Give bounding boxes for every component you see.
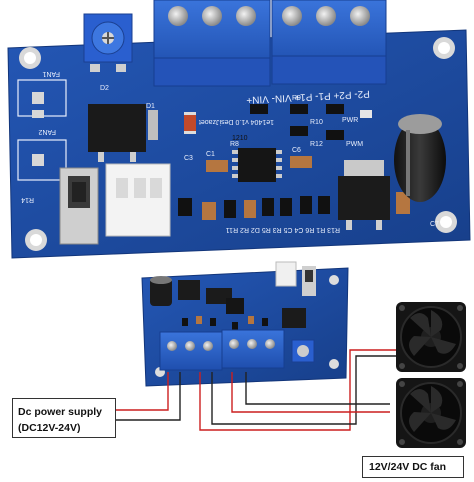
mounting-hole — [433, 37, 455, 59]
silk-r14: R14 — [21, 196, 34, 203]
electrolytic-capacitor — [394, 114, 446, 202]
mounting-hole — [25, 229, 47, 251]
mounting-hole — [435, 211, 457, 233]
silk-r10: R10 — [310, 119, 323, 126]
silk-c6: C6 — [292, 147, 301, 154]
screw-terminal-small-right — [221, 329, 285, 369]
fan-label: 12V/24V DC fan — [362, 456, 464, 478]
screw-terminal-small-left — [159, 331, 223, 371]
pcb-board-large: P2- P2+ P1- P1+ VIN- VIN+ — [7, 0, 471, 259]
silk-chip: 1210 — [232, 135, 248, 142]
led — [360, 110, 372, 118]
white-connector — [105, 163, 171, 237]
psu-label: Dc power supply (DC12V-24V) — [12, 398, 116, 438]
silk-c7: C7 — [430, 221, 439, 228]
pcb-board-small — [141, 261, 349, 387]
screw-terminal-right — [271, 0, 387, 85]
dc-fan-bottom — [396, 378, 466, 448]
regulator-lower — [338, 160, 390, 230]
smd-components — [178, 104, 410, 220]
silk-mid: 1e1404 v1.0 DesiJzaoet — [199, 118, 274, 125]
silk-c3: C3 — [184, 155, 193, 162]
silk-pwm: PWM — [346, 141, 363, 148]
silk-r9: R9 — [292, 95, 301, 102]
silk-c1: C1 — [206, 151, 215, 158]
mounting-hole — [19, 47, 41, 69]
dc-fan-top — [396, 302, 466, 372]
silk-bottom-row: R13 R1 R6 C4 C5 R3 R5 D2 R2 R11 — [226, 226, 340, 233]
screw-terminal-left — [153, 0, 271, 87]
wiring — [116, 349, 398, 431]
silk-pwr: PWR — [342, 117, 358, 124]
potentiometer — [83, 13, 133, 72]
silk-d2: D2 — [100, 85, 109, 92]
mosfet-upper — [88, 104, 158, 162]
silk-fan1: FAN1 — [42, 70, 60, 77]
silk-d1: D1 — [146, 103, 155, 110]
psu-label-line1: Dc power supply — [18, 406, 103, 418]
psu-label-line2: (DC12V-24V) — [18, 422, 81, 434]
ic-chip — [232, 148, 282, 182]
slide-switch — [59, 167, 99, 245]
silk-r12: R12 — [310, 141, 323, 148]
silk-fan2: FAN2 — [38, 128, 56, 135]
silk-r8: R8 — [230, 141, 239, 148]
